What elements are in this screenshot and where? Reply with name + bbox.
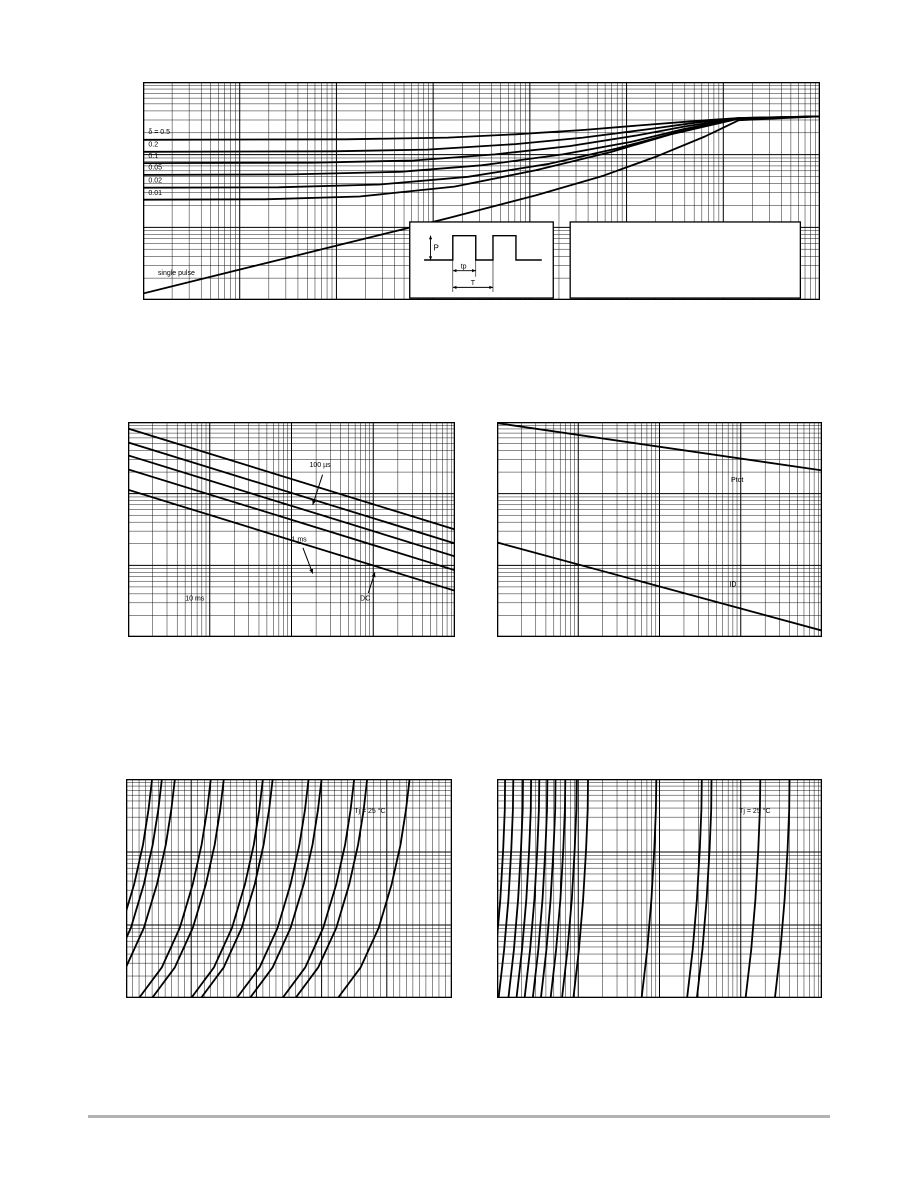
svg-text:single pulse: single pulse — [158, 270, 195, 277]
svg-text:tp: tp — [461, 263, 467, 270]
svg-text:0.02: 0.02 — [148, 177, 162, 184]
svg-text:0.05: 0.05 — [148, 165, 162, 172]
svg-text:ID: ID — [729, 581, 736, 588]
footer-divider — [88, 1115, 830, 1118]
svg-text:Ptot: Ptot — [731, 477, 744, 484]
svg-text:T: T — [471, 280, 476, 287]
svg-text:10 ms: 10 ms — [185, 595, 205, 602]
transfer-characteristics-chart: Tj = 25 °C — [126, 779, 452, 998]
soa-chart: 100 µs 1 ms 10 ms DC — [128, 422, 455, 637]
svg-text:Tj = 25 °C: Tj = 25 °C — [354, 807, 385, 815]
svg-text:δ = 0.5: δ = 0.5 — [148, 129, 170, 136]
svg-text:DC: DC — [360, 595, 370, 602]
svg-text:0.2: 0.2 — [148, 141, 158, 148]
svg-text:1 ms: 1 ms — [292, 536, 308, 543]
svg-text:100 µs: 100 µs — [309, 462, 331, 469]
svg-text:0.1: 0.1 — [148, 153, 158, 160]
output-characteristics-chart: Tj = 25 °C — [497, 779, 822, 998]
svg-text:P: P — [434, 243, 439, 252]
svg-text:Tj = 25 °C: Tj = 25 °C — [739, 807, 770, 815]
svg-text:0.01: 0.01 — [148, 190, 162, 197]
